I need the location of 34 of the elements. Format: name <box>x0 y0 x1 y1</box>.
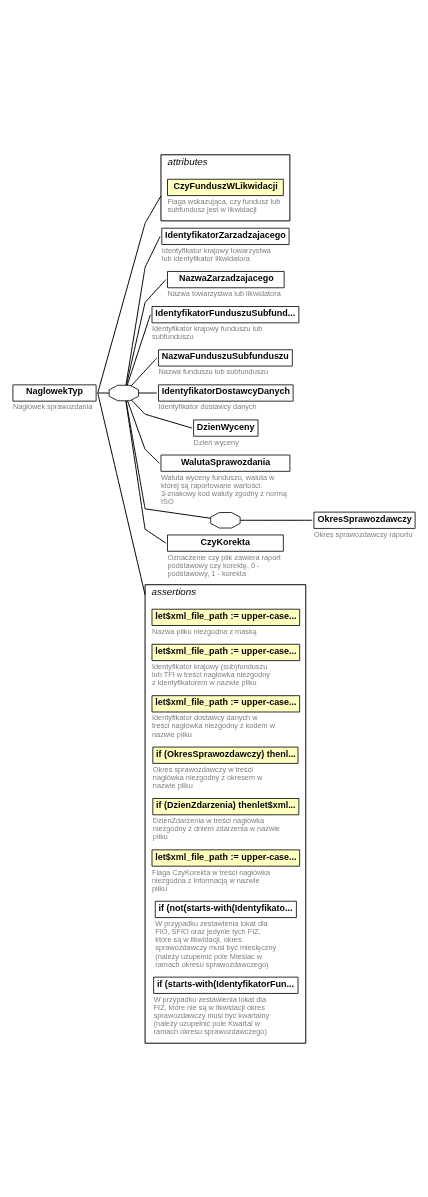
node-label: Nazwa pliku niezgodna z maską <box>152 626 257 636</box>
connector <box>126 313 151 386</box>
node-label: Identyfikator krajowy (sub)funduszu lub TFI w treści nagłówka niezgodny z identyfikatorem w nazwie pliku <box>152 661 270 687</box>
connector <box>125 235 161 386</box>
node-label: Identyfikator krajowy towarzystwa lub identyfikator likwidatora <box>161 245 271 263</box>
node-label: Oznaczenie czy plik zawiera raport podstawowy czy korektę, 0 - podstawowy, 1 - korekta <box>167 552 281 578</box>
node-label: Nazwa funduszu lub subfunduszu <box>158 366 269 376</box>
node-label: Identyfikator krajowy funduszu lub subfunduszu <box>152 323 263 341</box>
node-label: Okres sprawozdawczy w treści nagłówka niezgodny z okresem w nazwie pliku <box>152 764 263 790</box>
node-label: Identyfikator dostawcy danych <box>158 401 257 411</box>
node-octagon <box>108 384 139 401</box>
connector <box>125 400 167 544</box>
connector <box>126 278 167 385</box>
connector <box>239 519 313 521</box>
node-label: Identyfikator dostawcy danych w treści nagłówka niezgodny z kodem w nazwie pliku <box>152 712 276 739</box>
connector <box>97 194 162 393</box>
node-label: W przypadku zestawienia lokat dla FIZ, które nie są w likwidacji okres sprawozdawczy musi być kwartalny (należy uzupełnić pole Kwartal w ramach okresu sprawozdawczego) <box>153 994 270 1036</box>
node-label: Nagłówek sprawozdania <box>12 401 93 411</box>
node-label: Waluta wyceny funduszu, waluta w której są raportowane wartości. 3-znakowy kod waluty zgodny z normą ISO <box>160 472 287 506</box>
node-label: Flaga CzyKorekta w treści nagłówka niezgodna z informacją w nazwie pliku <box>152 867 271 893</box>
node-label: W przypadku zestawienia lokat dla FIO, SFIO oraz jedynie tych FIZ, które są w likwidacji, okres sprawozdawczy musi być miesięczny (należy uzupełnić pole Miesiac w ramach okresu sprawozdawczego) <box>155 918 277 969</box>
connector <box>127 399 160 464</box>
node-octagon <box>210 511 241 528</box>
connector <box>97 392 146 595</box>
node-label: Okres sprawozdawczy raportu <box>313 529 413 539</box>
node-label: Dzień wyceny <box>193 437 239 447</box>
connector <box>125 400 211 519</box>
connector <box>97 392 110 393</box>
connector <box>130 356 158 386</box>
connector <box>131 399 193 429</box>
node-label: DzienZdarzenia w treści nagłówka niezgodny z dniem zdarzenia w nazwie pliku <box>152 815 280 841</box>
connector <box>138 392 158 393</box>
node-label: Nazwa towarzystwa lub likwidatora <box>167 288 281 298</box>
node-label: Flaga wskazująca, czy fundusz lub subfundusz jest w likwidacji <box>167 196 281 214</box>
